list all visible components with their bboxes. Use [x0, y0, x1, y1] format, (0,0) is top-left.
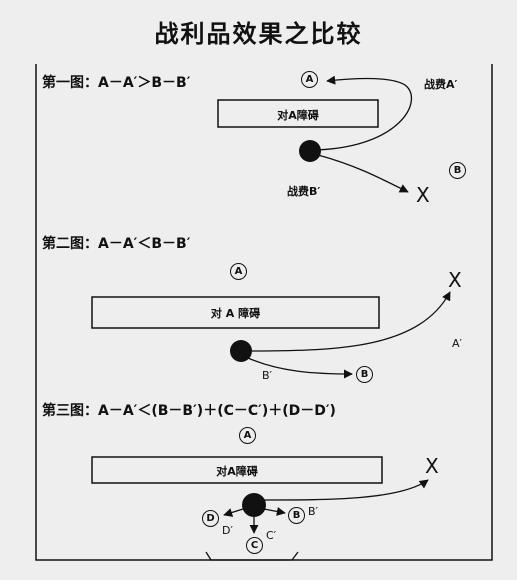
- d3-node-c: C: [246, 537, 263, 554]
- d1-obstacle-box: [217, 99, 379, 128]
- d3-node-b: B: [288, 507, 305, 524]
- d3-ball: [242, 493, 266, 517]
- d2-node-a: A: [230, 263, 247, 280]
- d1-heading: 第一图：A－A′＞B－B′: [42, 75, 191, 91]
- d3-target-x: X: [425, 454, 439, 478]
- d2-node-b: B: [356, 366, 373, 383]
- d3-label-c-prime: C′: [266, 529, 277, 542]
- d3-arrow-to-d: [223, 508, 244, 517]
- d3-label-d-prime: D′: [222, 524, 233, 537]
- d3-bracket: [205, 551, 299, 561]
- d2-target-x: X: [448, 268, 462, 292]
- d2-arrow-to-b: [247, 357, 353, 379]
- d3-node-d: D: [202, 510, 219, 527]
- d1-arrow-to-x: [317, 154, 409, 193]
- d1-label-war-a: 战费A′: [424, 78, 458, 91]
- d3-obstacle-box: [91, 456, 383, 484]
- d3-box-label: 对A障碍: [216, 465, 258, 478]
- d1-node-b: B: [449, 162, 466, 179]
- d1-box-label: 对A障碍: [277, 109, 319, 122]
- d2-heading: 第二图：A－A′＜B－B′: [42, 236, 191, 252]
- d3-arrow-to-b: [263, 506, 286, 516]
- d1-ball: [299, 140, 321, 162]
- d2-box-label: 对 A 障碍: [210, 307, 261, 320]
- d1-arrow-to-a: [307, 75, 413, 151]
- d3-arrow-to-x: [261, 479, 429, 501]
- d1-node-a: A: [301, 71, 318, 88]
- d2-label-b-prime: B′: [262, 369, 273, 382]
- d3-heading: 第三图：A－A′＜(B－B′)＋(C－C′)＋(D－D′): [42, 403, 336, 419]
- d3-node-a: A: [239, 427, 256, 444]
- page-title: 战利品效果之比较: [154, 20, 363, 48]
- d1-label-war-b: 战费B′: [287, 185, 321, 198]
- d3-label-b-prime: B′: [308, 505, 319, 518]
- d2-label-a-prime: A′: [452, 337, 463, 350]
- d2-ball: [230, 340, 252, 362]
- d2-obstacle-box: [91, 296, 380, 329]
- d1-target-x: X: [416, 183, 430, 207]
- d2-arrow-to-x: [251, 291, 451, 352]
